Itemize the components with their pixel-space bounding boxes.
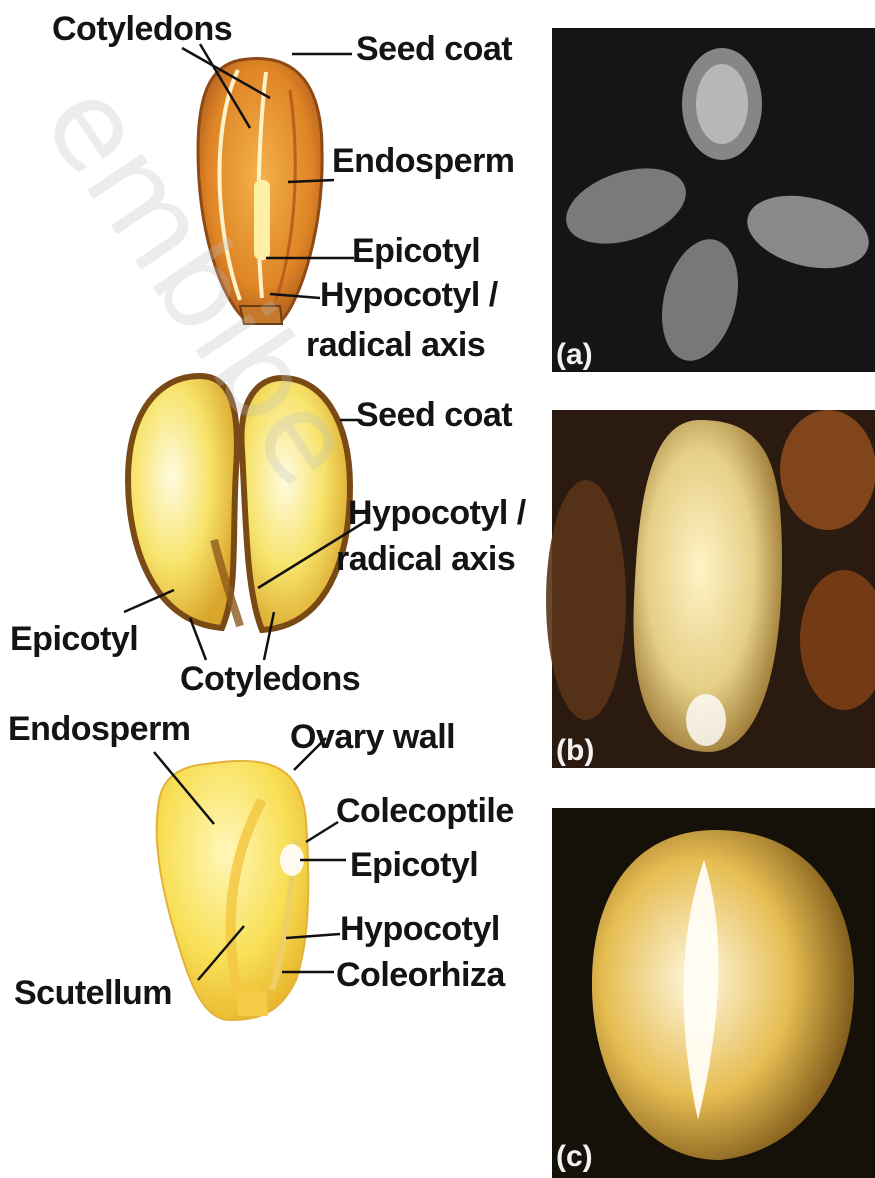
label-hypocotyl-a: Hypocotyl / (320, 276, 499, 314)
label-seed-coat-a: Seed coat (356, 30, 512, 68)
label-hypocotyl-b: Hypocotyl / (348, 494, 527, 532)
panel-c: Endosperm Ovary wall Colecoptile Epicoty… (8, 710, 875, 1178)
label-ovary-wall-c: Ovary wall (290, 718, 455, 756)
label-epicotyl-c: Epicotyl (350, 846, 478, 884)
label-coleoptile-c: Colecoptile (336, 792, 514, 830)
label-cotyledons-b: Cotyledons (180, 660, 360, 698)
label-scutellum-c: Scutellum (14, 974, 172, 1012)
label-coleorhiza-c: Coleorhiza (336, 956, 506, 994)
photo-tag-a: (a) (556, 338, 593, 371)
photo-c: (c) (552, 808, 875, 1178)
label-cotyledons-a: Cotyledons (52, 10, 232, 48)
label-endosperm-a: Endosperm (332, 142, 515, 180)
maize-seed-illustration-c (157, 761, 309, 1020)
label-hypocotyl-c: Hypocotyl (340, 910, 500, 948)
photo-a: (a) (552, 28, 875, 372)
photo-b: (b) (546, 410, 875, 768)
label-endosperm-c: Endosperm (8, 710, 191, 748)
label-radical-axis-b: radical axis (336, 540, 515, 578)
label-epicotyl-b: Epicotyl (10, 620, 138, 658)
photo-tag-b: (b) (556, 734, 594, 767)
label-epicotyl-a: Epicotyl (352, 232, 480, 270)
photo-tag-c: (c) (556, 1140, 593, 1173)
